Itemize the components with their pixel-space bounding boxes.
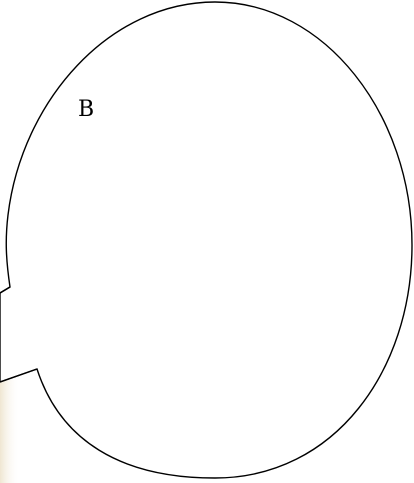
- bubble-label: B: [78, 97, 94, 122]
- edge-shading: [0, 380, 20, 483]
